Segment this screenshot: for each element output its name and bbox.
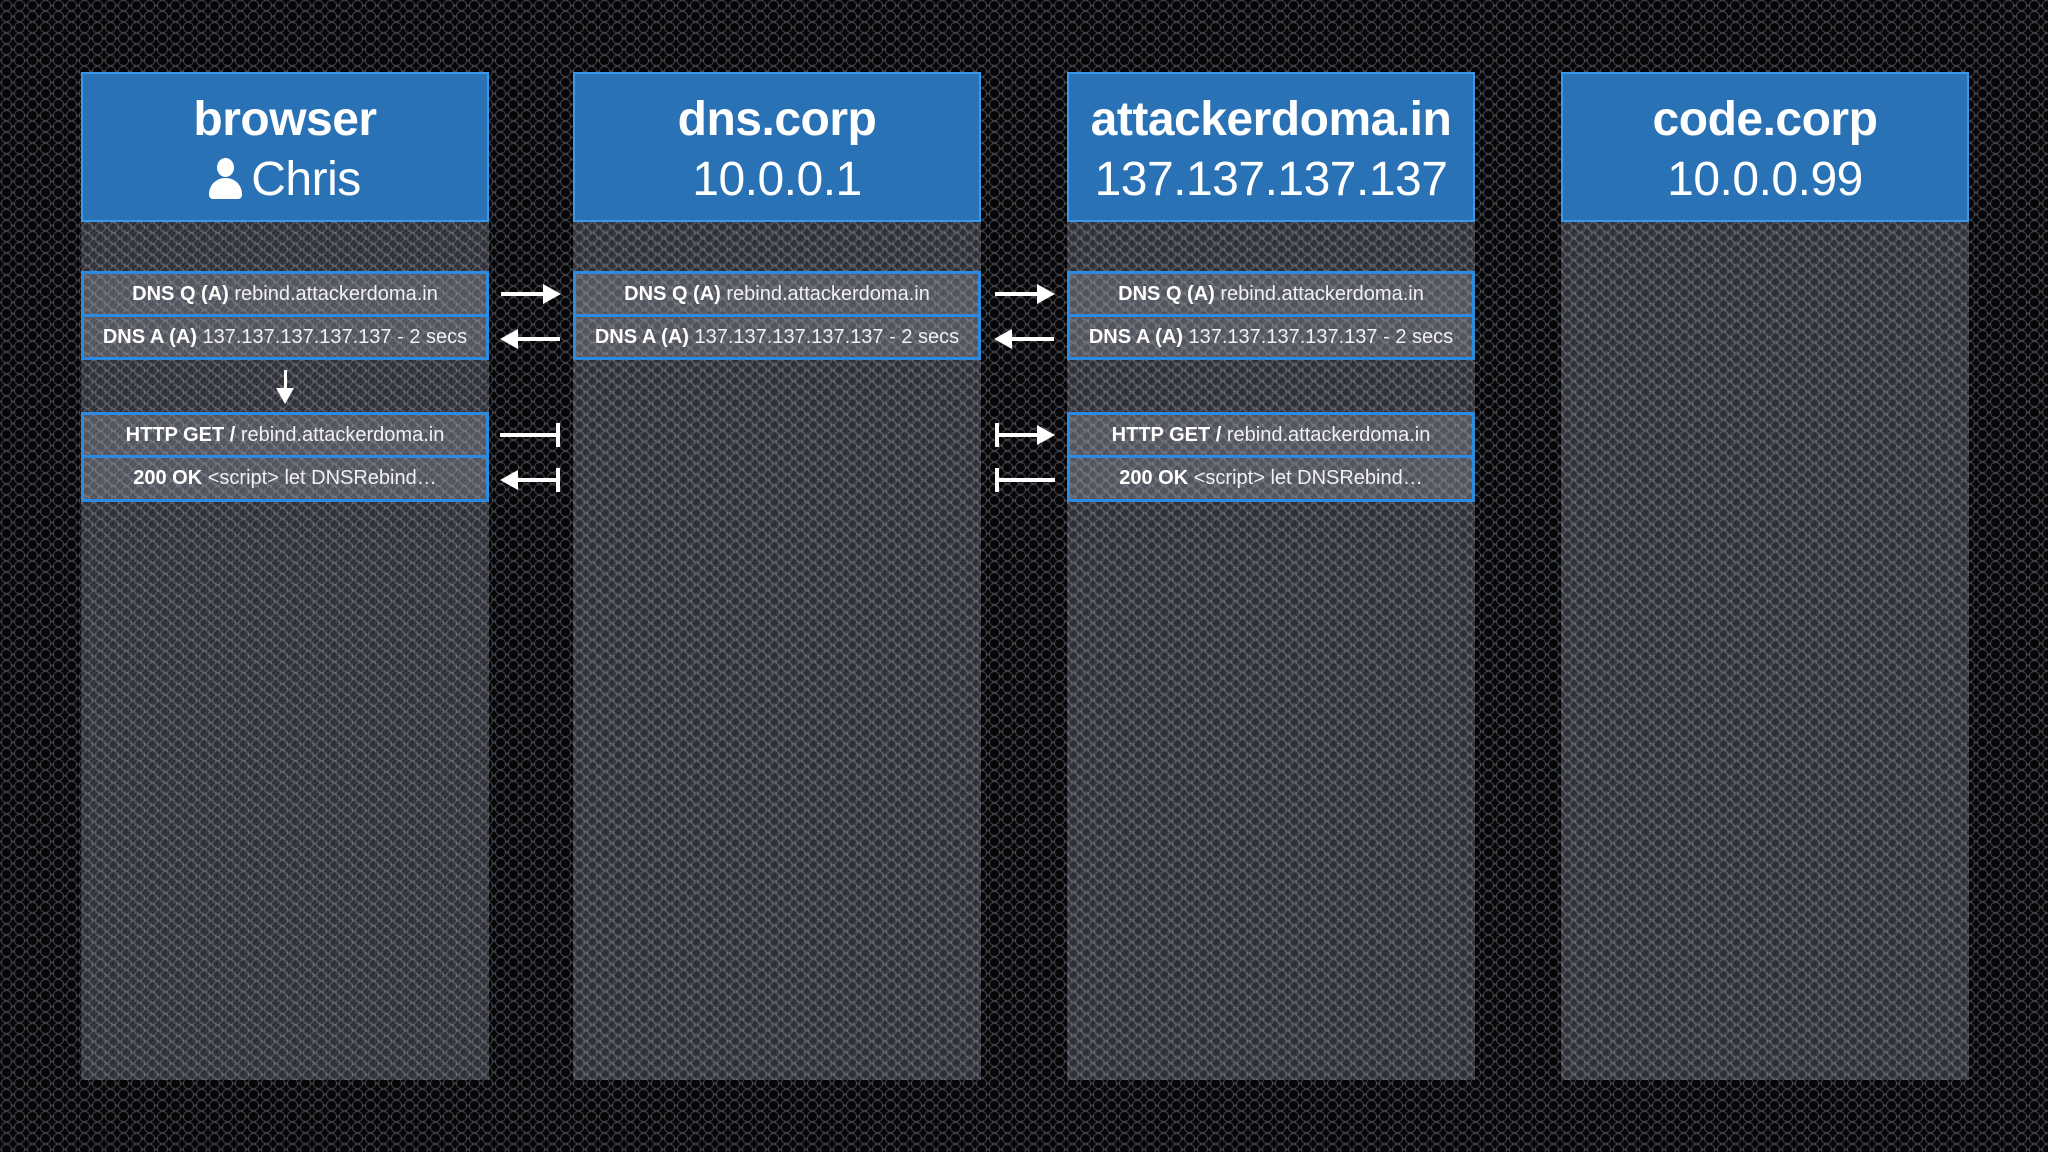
message-200-ok: 200 OK <script> let DNSRebind… (1067, 458, 1475, 502)
host-subtitle: 137.137.137.137 (1094, 153, 1448, 206)
arrow-right-icon (995, 284, 1055, 304)
host-subtitle: Chris (83, 152, 487, 208)
message-detail: rebind.attackerdoma.in (1226, 424, 1431, 446)
host-subtitle: 10.0.0.1 (692, 153, 862, 206)
host-column-dns-corp: dns.corp 10.0.0.1 DNS Q (A) rebind.attac… (573, 72, 981, 1080)
message-dns-query: DNS Q (A) rebind.attackerdoma.in (573, 271, 981, 317)
host-header-browser: browser Chris (81, 72, 489, 222)
lifeline-dns-corp (573, 222, 981, 1080)
message-dns-query: DNS Q (A) rebind.attackerdoma.in (81, 271, 489, 317)
lifeline-browser (81, 222, 489, 1080)
arrow-left-icon (500, 329, 560, 349)
message-dns-answer: DNS A (A) 137.137.137.137.137 - 2 secs (81, 317, 489, 360)
down-arrow-icon (276, 370, 294, 404)
host-column-attacker: attackerdoma.in 137.137.137.137 DNS Q (A… (1067, 72, 1475, 1080)
lifeline-attacker (1067, 222, 1475, 1080)
message-detail: rebind.attackerdoma.in (234, 283, 438, 305)
host-header-attacker: attackerdoma.in 137.137.137.137 (1067, 72, 1475, 222)
message-http-get: HTTP GET / rebind.attackerdoma.in (1067, 412, 1475, 458)
message-label: DNS Q (A) (1118, 283, 1215, 305)
message-label: 200 OK (133, 467, 203, 489)
message-label: HTTP GET / (1111, 424, 1222, 446)
lifeline-code-corp (1561, 222, 1969, 1080)
message-detail: <script> let DNSRebind… (1193, 467, 1423, 489)
message-200-ok: 200 OK <script> let DNSRebind… (81, 458, 489, 502)
user-icon (209, 158, 243, 199)
arrow-blocked-right-icon (500, 423, 560, 447)
user-name: Chris (251, 153, 361, 206)
arrow-left-from-bar-icon (500, 468, 560, 492)
arrow-blocked-left-icon (995, 468, 1055, 492)
message-detail: rebind.attackerdoma.in (1220, 283, 1424, 305)
host-header-dns-corp: dns.corp 10.0.0.1 (573, 72, 981, 222)
message-label: DNS Q (A) (624, 283, 721, 305)
host-subtitle: 10.0.0.99 (1667, 153, 1863, 206)
host-column-browser: browser Chris DNS Q (A) rebind.attackerd… (81, 72, 489, 1080)
message-detail: 137.137.137.137.137 - 2 secs (694, 326, 960, 348)
message-label: DNS Q (A) (132, 283, 229, 305)
message-http-get: HTTP GET / rebind.attackerdoma.in (81, 412, 489, 458)
message-label: HTTP GET / (125, 424, 236, 446)
message-detail: 137.137.137.137.137 - 2 secs (202, 326, 468, 348)
host-title: dns.corp (677, 93, 877, 146)
message-dns-answer: DNS A (A) 137.137.137.137.137 - 2 secs (1067, 317, 1475, 360)
host-title: browser (193, 93, 377, 146)
message-label: DNS A (A) (594, 326, 689, 348)
message-label: DNS A (A) (102, 326, 197, 348)
message-dns-answer: DNS A (A) 137.137.137.137.137 - 2 secs (573, 317, 981, 360)
host-title: code.corp (1652, 93, 1878, 146)
host-title: attackerdoma.in (1090, 93, 1452, 146)
host-column-code-corp: code.corp 10.0.0.99 (1561, 72, 1969, 1080)
message-label: DNS A (A) (1088, 326, 1183, 348)
arrow-left-icon (994, 329, 1054, 349)
host-header-code-corp: code.corp 10.0.0.99 (1561, 72, 1969, 222)
message-detail: rebind.attackerdoma.in (726, 283, 930, 305)
message-label: 200 OK (1119, 467, 1189, 489)
arrow-right-from-bar-icon (995, 423, 1055, 447)
arrow-right-icon (501, 284, 561, 304)
message-dns-query: DNS Q (A) rebind.attackerdoma.in (1067, 271, 1475, 317)
message-detail: <script> let DNSRebind… (207, 467, 437, 489)
message-detail: 137.137.137.137.137 - 2 secs (1188, 326, 1454, 348)
message-detail: rebind.attackerdoma.in (240, 424, 445, 446)
